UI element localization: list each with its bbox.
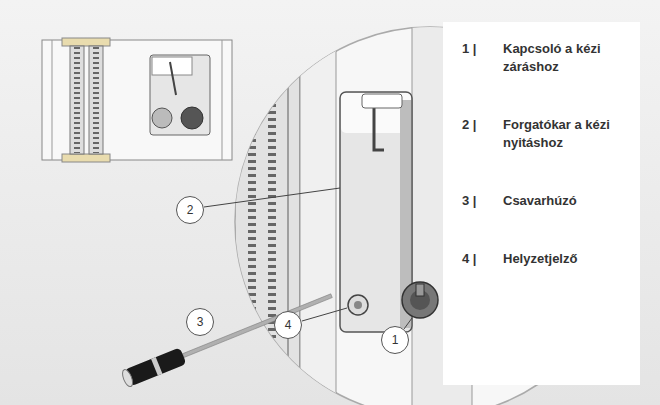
end-cap bbox=[62, 154, 110, 162]
screwdriver-shaft bbox=[182, 294, 332, 358]
blade bbox=[70, 46, 84, 154]
item-description: Csavarhúzó bbox=[503, 192, 627, 210]
indicator-center bbox=[354, 301, 362, 309]
item-number: 3 | bbox=[462, 192, 503, 210]
blade-ribs bbox=[74, 47, 80, 153]
frame-side bbox=[300, 20, 336, 405]
frame-line bbox=[52, 40, 53, 160]
item-description: Forgatókar a kézi nyitáshoz bbox=[503, 116, 627, 152]
callout-number: 4 bbox=[285, 319, 292, 331]
end-cap bbox=[62, 38, 110, 46]
handle-end bbox=[120, 368, 134, 388]
blade-ribs bbox=[268, 20, 276, 405]
actuator-thumb bbox=[150, 55, 210, 135]
switch-lever bbox=[416, 284, 424, 296]
blade-ribs bbox=[248, 20, 256, 405]
crank-handle bbox=[374, 104, 384, 150]
leader-line bbox=[302, 308, 347, 321]
screwdriver-handle bbox=[124, 347, 186, 386]
blade bbox=[89, 46, 103, 154]
callout-circle: 3 bbox=[186, 308, 214, 336]
position-indicator bbox=[348, 295, 368, 315]
actuator-housing bbox=[340, 92, 412, 332]
handle-ring bbox=[151, 357, 162, 376]
damper-thumbnail bbox=[42, 38, 232, 162]
callout-circle: 1 bbox=[381, 326, 409, 354]
magnified-view bbox=[236, 20, 472, 405]
legend-panel: 1 |Kapcsoló a kézi záráshoz 2 |Forgatókar… bbox=[443, 22, 640, 385]
frame-line bbox=[287, 20, 289, 405]
callout-circle: 2 bbox=[176, 196, 204, 224]
item-number: 4 | bbox=[462, 250, 503, 268]
callout-number: 1 bbox=[392, 334, 399, 346]
item-number: 1 | bbox=[462, 40, 503, 76]
manual-switch bbox=[402, 282, 438, 318]
gear bbox=[152, 108, 172, 128]
screwdriver bbox=[120, 287, 334, 388]
blade-ribs bbox=[93, 47, 99, 153]
leader-line bbox=[204, 188, 340, 207]
crank-knob bbox=[362, 94, 402, 108]
frame-line bbox=[222, 40, 223, 160]
callout-number: 2 bbox=[187, 204, 194, 216]
callout-number: 3 bbox=[197, 316, 204, 328]
item-description: Helyzetjelző bbox=[503, 250, 627, 268]
callout-circle: 4 bbox=[274, 311, 302, 339]
item-number: 2 | bbox=[462, 116, 503, 152]
lever bbox=[170, 62, 176, 95]
item-description: Kapcsoló a kézi záráshoz bbox=[503, 40, 627, 76]
motor bbox=[181, 107, 203, 129]
damper-frame bbox=[42, 40, 232, 160]
blade-pack bbox=[236, 20, 336, 405]
leader-line bbox=[404, 318, 412, 329]
